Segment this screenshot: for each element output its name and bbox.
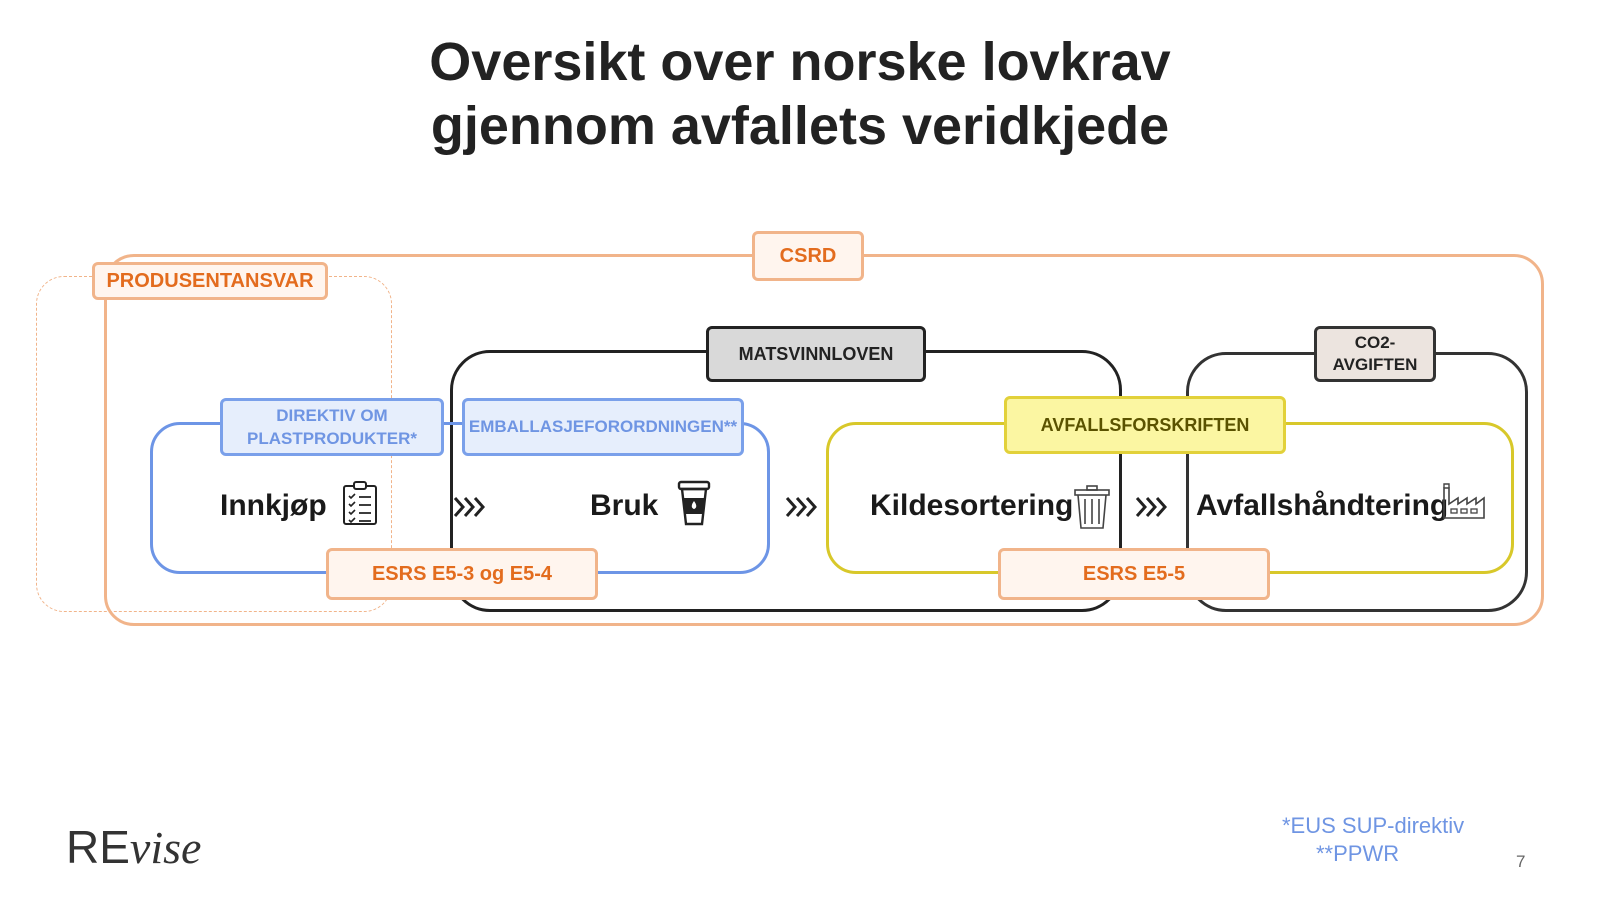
page-number: 7 bbox=[1516, 852, 1526, 871]
clipboard-checklist-icon bbox=[340, 480, 380, 526]
stage-innkjop: Innkjøp bbox=[220, 489, 327, 522]
esrs-e5-3-e5-4-label: ESRS E5-3 og E5-4 bbox=[326, 548, 598, 600]
title-line-2: gjennom avfallets veridkjede bbox=[430, 96, 1170, 156]
factory-icon bbox=[1442, 482, 1486, 528]
matsvinnloven-label: MATSVINNLOVEN bbox=[706, 326, 926, 382]
avfallsforskriften-label: AVFALLSFORSKRIFTEN bbox=[1004, 396, 1286, 454]
title-line-1: Oversikt over norske lovkrav bbox=[429, 32, 1171, 92]
footnote-sup: *EUS SUP-direktiv bbox=[1282, 813, 1465, 838]
co2-avgiften-label: CO2- AVGIFTEN bbox=[1314, 326, 1436, 382]
revise-logo: REvise bbox=[66, 822, 201, 873]
footnote-ppwr: **PPWR bbox=[1316, 841, 1400, 866]
trash-bin-icon bbox=[1072, 484, 1112, 530]
coffee-cup-icon bbox=[674, 480, 714, 526]
triple-chevron-right-icon bbox=[1134, 494, 1170, 520]
direktiv-label-line-1: DIREKTIV OM bbox=[276, 406, 388, 425]
co2-label-line-2: AVGIFTEN bbox=[1332, 355, 1418, 374]
produsentansvar-label: PRODUSENTANSVAR bbox=[92, 262, 328, 300]
logo-part-2: vise bbox=[129, 822, 202, 873]
direktiv-label-line-2: PLASTPRODUKTER* bbox=[246, 429, 417, 448]
stage-avfallshandtering: Avfallshåndtering bbox=[1196, 489, 1449, 522]
triple-chevron-right-icon bbox=[452, 494, 488, 520]
page-title: Oversikt over norske lovkrav gjennom avf… bbox=[300, 30, 1300, 158]
csrd-label: CSRD bbox=[752, 231, 864, 281]
stage-kildesortering: Kildesortering bbox=[870, 489, 1074, 522]
esrs-e5-5-label: ESRS E5-5 bbox=[998, 548, 1270, 600]
direktiv-plastprodukter-label: DIREKTIV OM PLASTPRODUKTER* bbox=[220, 398, 444, 456]
logo-part-1: RE bbox=[66, 821, 130, 873]
stage-bruk: Bruk bbox=[590, 489, 659, 522]
co2-label-line-1: CO2- bbox=[1354, 333, 1396, 352]
emballasjeforordningen-label: EMBALLASJEFORORDNINGEN** bbox=[462, 398, 744, 456]
triple-chevron-right-icon bbox=[784, 494, 820, 520]
